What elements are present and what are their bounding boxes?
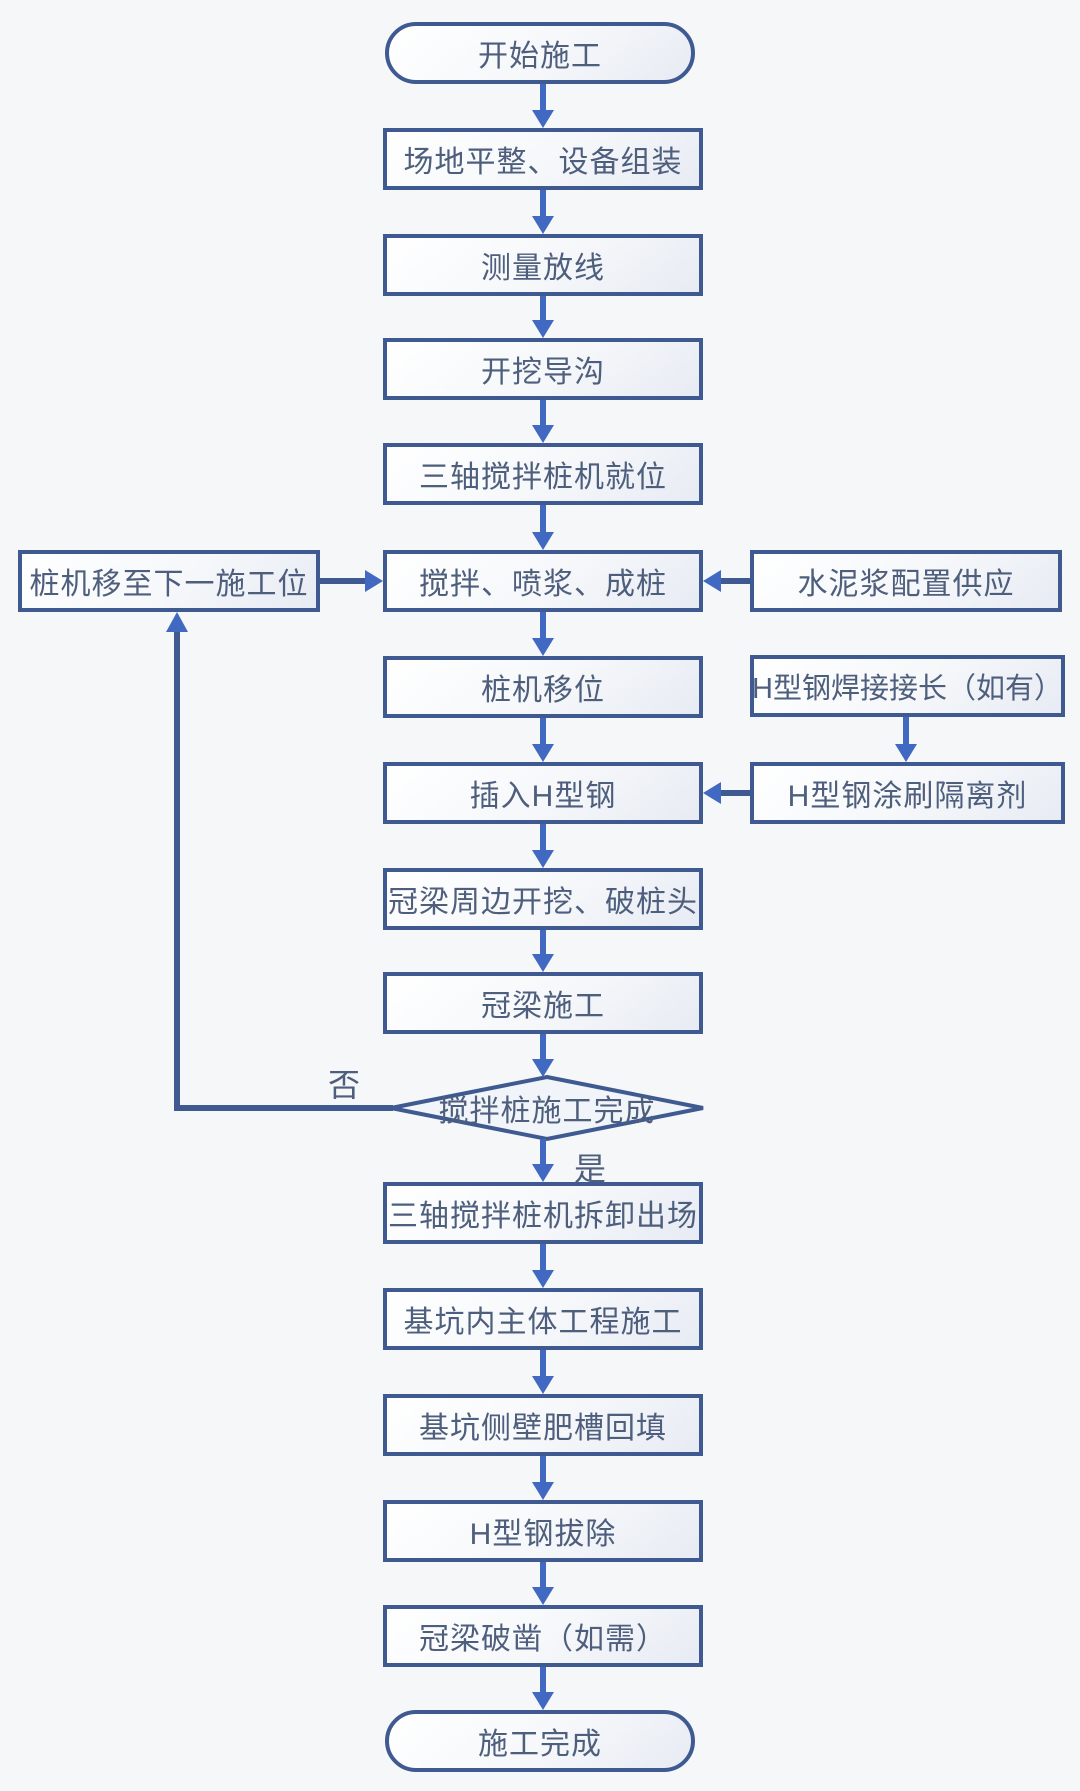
arrow-cement-to-mixing <box>703 570 750 592</box>
arrow-stem <box>719 578 750 584</box>
arrow-trench-to-rig-in-place <box>532 400 554 443</box>
arrow-stem <box>540 296 546 322</box>
arrow-head <box>703 570 721 592</box>
arrow-head <box>532 1376 554 1394</box>
node-end: 施工完成 <box>385 1710 695 1772</box>
arrow-head <box>532 744 554 762</box>
arrow-rig-shift-to-insert-h <box>532 718 554 762</box>
node-decision-mixing-done: 搅拌桩施工完成 <box>387 1073 707 1143</box>
arrow-head <box>532 425 554 443</box>
node-cement-supply: 水泥浆配置供应 <box>750 550 1062 612</box>
arrow-stem <box>540 930 546 956</box>
arrow-cap-demolish-to-end <box>532 1667 554 1710</box>
node-backfill: 基坑侧壁肥槽回填 <box>383 1394 703 1456</box>
arrow-start-to-site-prep <box>532 84 554 128</box>
arrow-stem <box>540 612 546 640</box>
branch-label-no: 否 <box>328 1067 361 1103</box>
node-insert-h-steel: 插入H型钢 <box>383 762 703 824</box>
arrow-head <box>532 216 554 234</box>
node-cap-excavate: 冠梁周边开挖、破桩头 <box>383 868 703 930</box>
arrow-stem <box>540 1562 546 1589</box>
node-survey: 测量放线 <box>383 234 703 296</box>
arrow-head <box>532 1059 554 1077</box>
arrow-head <box>532 638 554 656</box>
arrow-cap-beam-to-decision <box>532 1034 554 1077</box>
node-mix-spray-pile: 搅拌、喷浆、成桩 <box>383 550 703 612</box>
branch-label-yes: 是 <box>574 1151 607 1187</box>
arrow-insert-h-to-cap-excavate <box>532 824 554 868</box>
node-rig-in-place: 三轴搅拌桩机就位 <box>383 443 703 505</box>
arrow-rig-in-place-to-mixing <box>532 505 554 550</box>
node-pull-h-steel: H型钢拔除 <box>383 1500 703 1562</box>
arrow-head <box>532 320 554 338</box>
arrow-stem <box>540 1456 546 1484</box>
arrow-stem <box>540 824 546 852</box>
node-h-steel-weld: H型钢焊接接长（如有） <box>750 655 1065 717</box>
arrow-head <box>532 954 554 972</box>
arrow-move-next-to-mixing <box>320 570 383 592</box>
arrow-site-prep-to-survey <box>532 190 554 234</box>
node-move-next-position: 桩机移至下一施工位 <box>18 550 320 612</box>
node-site-prep: 场地平整、设备组装 <box>383 128 703 190</box>
node-main-structure: 基坑内主体工程施工 <box>383 1288 703 1350</box>
arrow-stem <box>540 1350 546 1378</box>
arrow-stem <box>540 1034 546 1061</box>
arrow-stem <box>540 84 546 112</box>
arrow-stem <box>320 578 367 584</box>
node-cap-demolish: 冠梁破凿（如需） <box>383 1605 703 1667</box>
arrow-stem <box>540 505 546 534</box>
arrow-stem <box>903 717 909 746</box>
arrow-stem <box>719 790 750 796</box>
arrow-weld-to-coat <box>895 717 917 762</box>
loop-no-arrow-head <box>166 612 188 632</box>
arrow-head <box>532 1587 554 1605</box>
arrow-backfill-to-pull-h <box>532 1456 554 1500</box>
arrow-stem <box>540 718 546 746</box>
arrow-rig-out-to-main-structure <box>532 1244 554 1288</box>
arrow-decision-yes-to-rig-out <box>532 1139 554 1182</box>
loop-no-horizontal-line <box>174 1105 393 1111</box>
arrow-head <box>532 532 554 550</box>
arrow-stem <box>540 190 546 218</box>
arrow-coat-to-insert-h <box>703 782 750 804</box>
arrow-stem <box>540 400 546 427</box>
node-rig-shift: 桩机移位 <box>383 656 703 718</box>
arrow-head <box>532 110 554 128</box>
arrow-head <box>532 1692 554 1710</box>
arrow-head <box>532 1270 554 1288</box>
arrow-head <box>532 850 554 868</box>
node-h-steel-coat: H型钢涂刷隔离剂 <box>750 762 1065 824</box>
node-cap-beam: 冠梁施工 <box>383 972 703 1034</box>
arrow-stem <box>540 1244 546 1272</box>
arrow-mixing-to-rig-shift <box>532 612 554 656</box>
decision-diamond-shape <box>390 1074 704 1142</box>
arrow-head <box>365 570 383 592</box>
arrow-stem <box>540 1139 546 1166</box>
arrow-pull-h-to-cap-demolish <box>532 1562 554 1605</box>
arrow-stem <box>540 1667 546 1694</box>
loop-no-vertical-line <box>174 630 180 1111</box>
node-start: 开始施工 <box>385 22 695 84</box>
decision-label: 搅拌桩施工完成 <box>438 1095 656 1128</box>
arrow-survey-to-trench <box>532 296 554 338</box>
arrow-head <box>703 782 721 804</box>
arrow-head <box>532 1482 554 1500</box>
arrow-head <box>895 744 917 762</box>
arrow-head <box>532 1164 554 1182</box>
arrow-main-structure-to-backfill <box>532 1350 554 1394</box>
node-rig-out: 三轴搅拌桩机拆卸出场 <box>383 1182 703 1244</box>
node-dig-guide-trench: 开挖导沟 <box>383 338 703 400</box>
arrow-cap-excavate-to-cap-beam <box>532 930 554 972</box>
